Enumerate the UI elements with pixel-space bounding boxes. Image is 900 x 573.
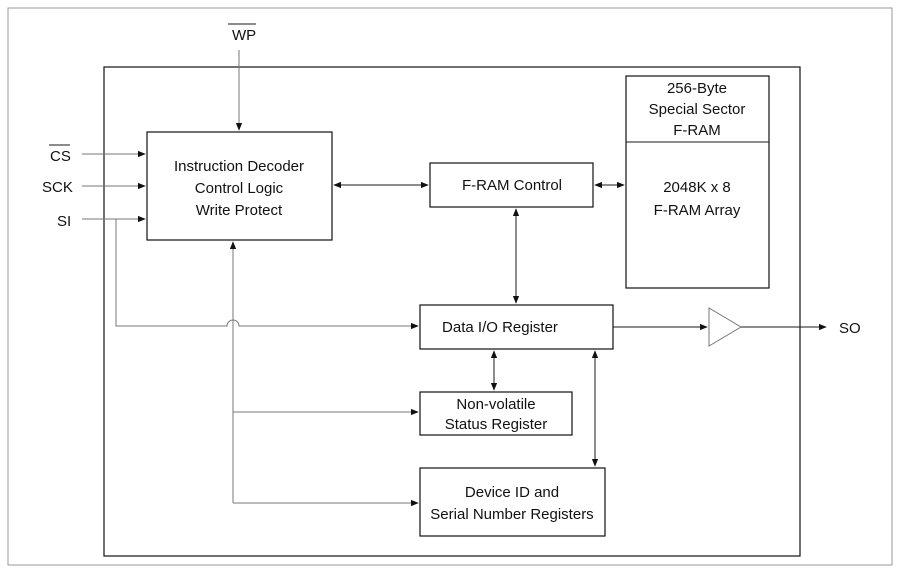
decoder-line-1: Instruction Decoder	[174, 158, 304, 175]
data-io-label: Data I/O Register	[442, 319, 558, 336]
special-sector-line-2: Special Sector	[649, 101, 746, 118]
special-sector-line-3: F-RAM	[673, 122, 721, 139]
status-register-line-2: Status Register	[445, 416, 548, 433]
si-pin-label: SI	[57, 213, 71, 230]
device-id-line-1: Device ID and	[465, 484, 559, 501]
fram-array-line-1: 2048K x 8	[663, 179, 731, 196]
fram-array-block: 256-Byte Special Sector F-RAM 2048K x 8 …	[625, 75, 770, 289]
status-register-block: Non-volatile Status Register	[419, 391, 573, 436]
device-boundary	[103, 66, 801, 557]
fram-control-block: F-RAM Control	[429, 162, 594, 208]
fram-array-line-2: F-RAM Array	[654, 202, 741, 219]
wp-pin-label: WP	[232, 27, 256, 44]
device-id-line-2: Serial Number Registers	[430, 506, 593, 523]
outer-frame	[7, 7, 893, 566]
decoder-line-2: Control Logic	[195, 180, 284, 197]
si-to-data-io-line	[115, 219, 419, 330]
cs-pin-label: CS	[50, 148, 71, 165]
decoder-line-3: Write Protect	[196, 202, 283, 219]
so-pin-label: SO	[839, 320, 861, 337]
instruction-decoder-block: Instruction Decoder Control Logic Write …	[146, 131, 333, 241]
device-id-block: Device ID and Serial Number Registers	[419, 467, 606, 537]
fram-control-label: F-RAM Control	[462, 177, 562, 194]
data-io-register-block: Data I/O Register	[419, 304, 614, 350]
status-register-line-1: Non-volatile	[456, 396, 535, 413]
special-sector-line-1: 256-Byte	[667, 80, 727, 97]
sck-pin-label: SCK	[42, 179, 73, 196]
output-buffer-triangle	[708, 307, 742, 347]
